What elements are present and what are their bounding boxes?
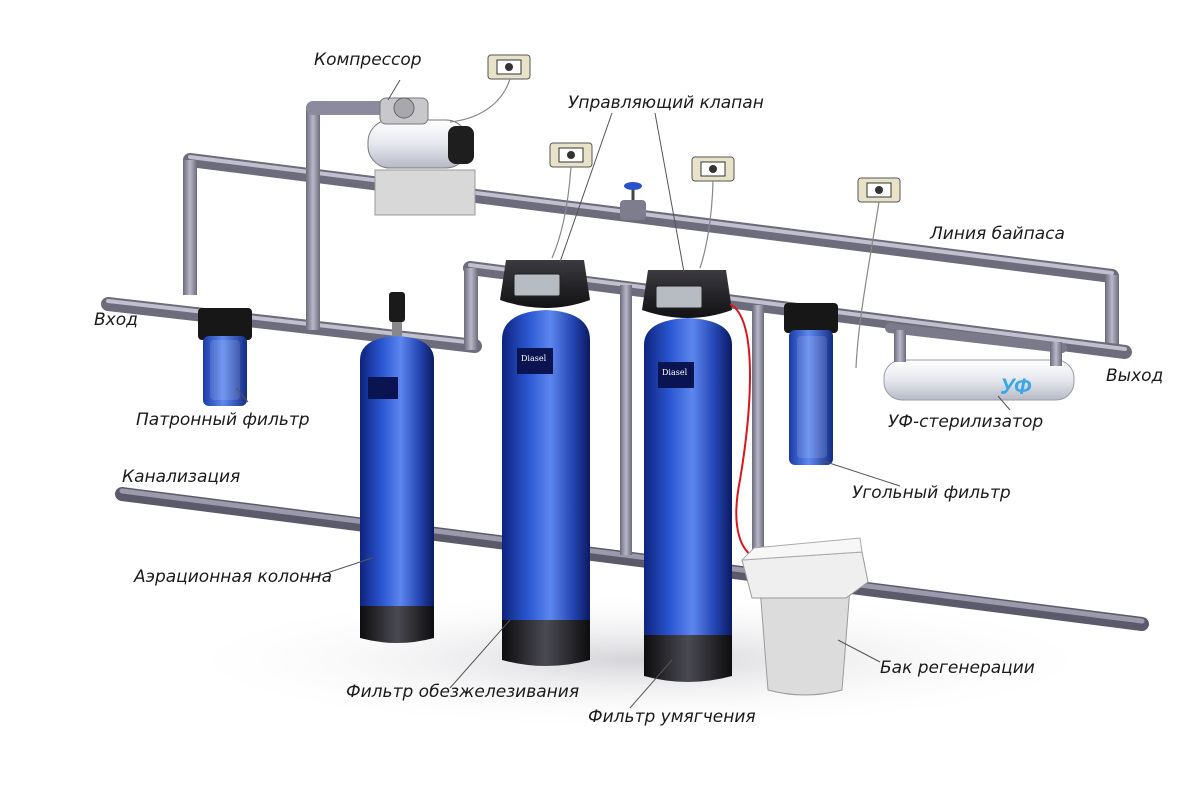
wall-socket-valve-1 <box>549 142 593 168</box>
label-bypass-line: Линия байпаса <box>930 224 1065 244</box>
label-iron-removal-filter: Фильтр обезжелезивания <box>346 682 580 702</box>
power-cable <box>729 303 757 559</box>
tank-logo-brand-2: Diasel <box>662 368 688 377</box>
uv-sterilizer-unit: УФ <box>883 323 1075 401</box>
power-wires <box>449 78 880 369</box>
leader-lines <box>235 79 1011 709</box>
label-sewer: Канализация <box>122 467 241 487</box>
aeration-column-unit <box>360 292 434 643</box>
label-compressor: Компрессор <box>314 50 422 70</box>
label-carbon-filter: Угольный фильтр <box>852 483 1011 503</box>
label-aeration-column: Аэрационная колонна <box>134 567 333 587</box>
compressor <box>367 97 476 216</box>
wall-socket-uv <box>857 177 901 203</box>
label-outlet: Выход <box>1106 366 1164 386</box>
label-regeneration-tank: Бак регенерации <box>880 658 1035 678</box>
label-cartridge-filter: Патронный фильтр <box>136 410 310 430</box>
iron-removal-tank: Diasel <box>500 260 590 666</box>
label-control-valve: Управляющий клапан <box>568 93 764 113</box>
bypass-valve[interactable] <box>620 182 646 220</box>
regeneration-tank-unit <box>740 537 869 696</box>
softening-tank: Diasel <box>642 270 732 682</box>
cartridge-filter-unit <box>198 308 252 406</box>
carbon-filter-unit <box>784 303 838 465</box>
bypass-pipe <box>183 153 1119 345</box>
tank-logo-brand-1: Diasel <box>521 354 547 363</box>
wall-socket-valve-2 <box>691 156 735 182</box>
uv-badge-text: УФ <box>1000 374 1032 399</box>
label-inlet: Вход <box>94 310 138 330</box>
wall-socket-compressor <box>487 54 531 80</box>
sewer-pipe <box>115 487 1149 631</box>
label-uv-sterilizer: УФ-стерилизатор <box>888 412 1044 432</box>
label-softening-filter: Фильтр умягчения <box>588 707 756 727</box>
